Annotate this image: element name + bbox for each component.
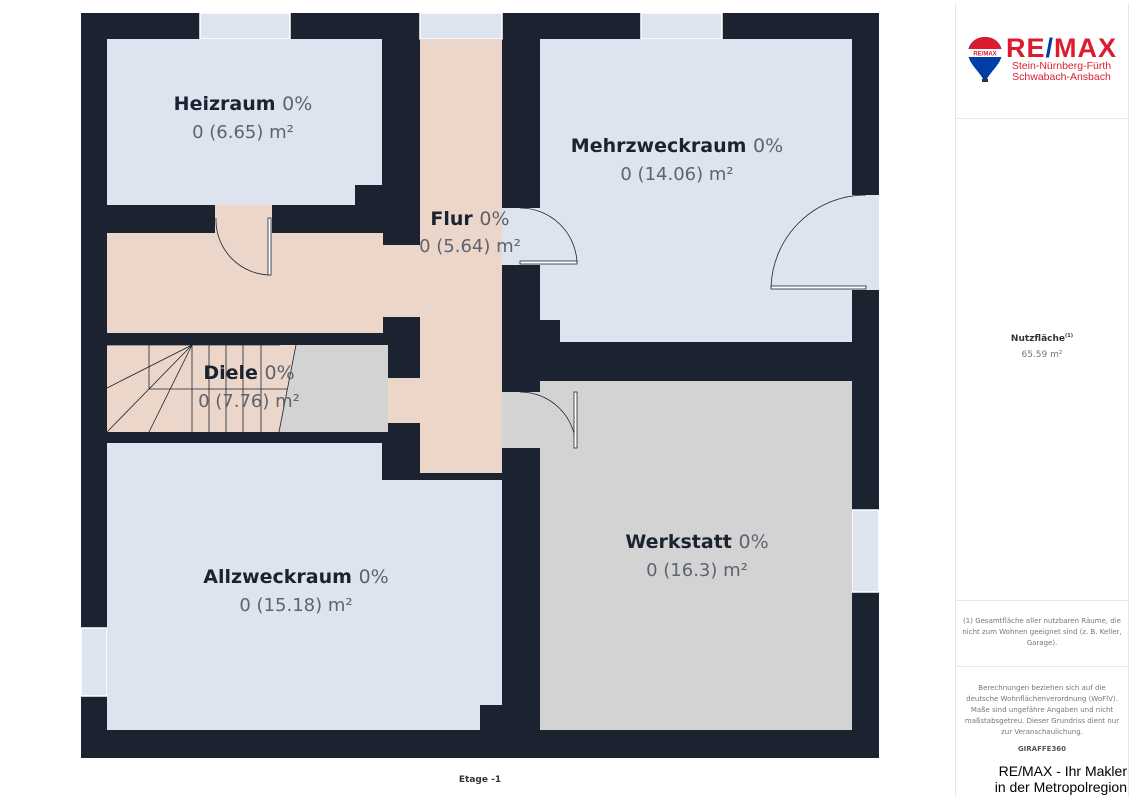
footnote-ref: (1)	[1065, 333, 1074, 339]
windows	[80, 12, 880, 697]
room-area: 0 (16.3) m²	[646, 560, 748, 581]
room-name: Diele	[203, 362, 258, 384]
remax-logo: RE/MAX RE/MAX Stein-Nürnberg-Fürth Schwa…	[956, 3, 1128, 119]
room-pct: 0%	[753, 135, 783, 157]
svg-text:RE/MAX: RE/MAX	[973, 52, 996, 58]
floor-plan: Heizraum 0% 0 (6.65) m² Flur 0% 0 (5.64)…	[80, 12, 880, 758]
door-werkstatt[interactable]	[519, 391, 578, 449]
svg-text:Diele 0%: Diele 0%	[203, 362, 294, 384]
room-name: Heizraum	[174, 93, 276, 115]
room-heizraum[interactable]	[107, 39, 382, 205]
room-area: 0 (6.65) m²	[192, 122, 294, 143]
room-pct: 0%	[282, 93, 312, 115]
room-name: Werkstatt	[625, 531, 732, 553]
info-panel: RE/MAX RE/MAX Stein-Nürnberg-Fürth Schwa…	[955, 3, 1129, 797]
svg-text:Heizraum 0%: Heizraum 0%	[174, 93, 313, 115]
nutzflaeche-section: Nutzfläche(1) 65.59 m²	[956, 118, 1128, 601]
floor-label: Etage -1	[458, 775, 502, 785]
room-werkstatt[interactable]	[502, 381, 852, 730]
logo-line1: Stein-Nürnberg-Fürth	[1011, 60, 1112, 72]
room-pct: 0%	[479, 208, 509, 230]
stair-wall	[173, 333, 383, 345]
svg-text:Allzweckraum 0%: Allzweckraum 0%	[203, 566, 388, 588]
room-pct: 0%	[359, 566, 389, 588]
room-allzweckraum[interactable]	[107, 443, 502, 730]
room-pct: 0%	[739, 531, 769, 553]
stairs-landing	[280, 345, 388, 432]
room-name: Flur	[430, 208, 473, 230]
overlay-line2: in der Metropolregion	[994, 779, 1127, 795]
stairs	[106, 344, 297, 433]
svg-text:Werkstatt 0%: Werkstatt 0%	[625, 531, 768, 553]
room-flur-area[interactable]	[107, 39, 502, 473]
nutzflaeche-label: Nutzfläche	[1010, 334, 1065, 344]
brand-re: RE	[1005, 33, 1046, 63]
disclaimer: Berechnungen beziehen sich auf die deuts…	[964, 684, 1120, 736]
room-name: Allzweckraum	[203, 566, 352, 588]
svg-text:Mehrzweckraum 0%: Mehrzweckraum 0%	[571, 135, 783, 157]
brand-slash: /	[1045, 33, 1055, 63]
giraffe360-logo: GIRAFFE360	[1017, 745, 1067, 753]
room-pct: 0%	[265, 362, 295, 384]
disclaimer-section: Berechnungen beziehen sich auf die deuts…	[956, 667, 1128, 797]
room-area: 0 (14.06) m²	[620, 164, 733, 185]
watermark-overlay: RE/MAX - Ihr Makler in der Metropolregio…	[995, 763, 1127, 795]
footnote: (1) Gesamtfläche aller nutzbaren Räume, …	[956, 600, 1128, 667]
brand-max: MAX	[1054, 33, 1118, 63]
overlay-line1: RE/MAX - Ihr Makler	[998, 763, 1127, 779]
door-mehrzweckraum[interactable]	[519, 194, 867, 290]
room-area: 0 (7.76) m²	[198, 391, 300, 412]
room-area: 0 (5.64) m²	[419, 236, 521, 257]
door-heizraum[interactable]	[215, 217, 272, 276]
nutzflaeche-value: 65.59 m²	[1021, 350, 1063, 360]
svg-text:Flur 0%: Flur 0%	[430, 208, 509, 230]
room-mehrzweckraum[interactable]	[502, 39, 879, 342]
room-area: 0 (15.18) m²	[239, 595, 352, 616]
logo-line2: Schwabach-Ansbach	[1012, 71, 1111, 83]
room-name: Mehrzweckraum	[571, 135, 747, 157]
balloon-icon: RE/MAX	[967, 37, 1002, 82]
